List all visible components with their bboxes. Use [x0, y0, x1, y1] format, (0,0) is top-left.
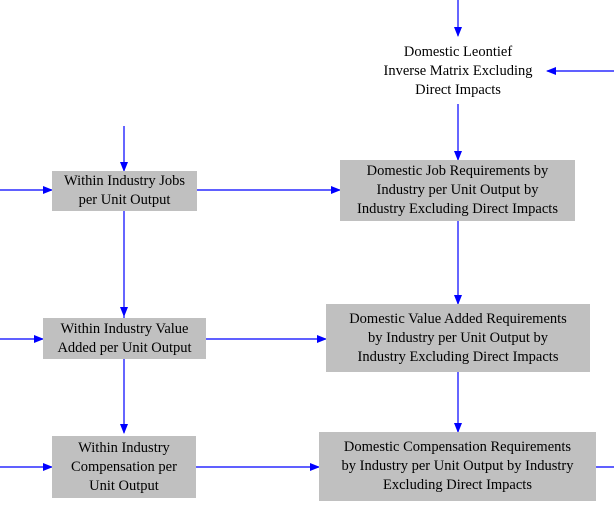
- value-added-within-node[interactable]: Within Industry Value Added per Unit Out…: [43, 318, 206, 359]
- compensation-within-node[interactable]: Within Industry Compensation per Unit Ou…: [52, 436, 196, 498]
- job-requirements-node[interactable]: Domestic Job Requirements by Industry pe…: [340, 160, 575, 221]
- value-added-requirements-node[interactable]: Domestic Value Added Requirements by Ind…: [326, 304, 590, 372]
- compensation-requirements-node[interactable]: Domestic Compensation Requirements by In…: [319, 432, 596, 501]
- jobs-within-node[interactable]: Within Industry Jobs per Unit Output: [52, 171, 197, 211]
- leontief-inverse-node[interactable]: Domestic Leontief Inverse Matrix Excludi…: [383, 43, 533, 98]
